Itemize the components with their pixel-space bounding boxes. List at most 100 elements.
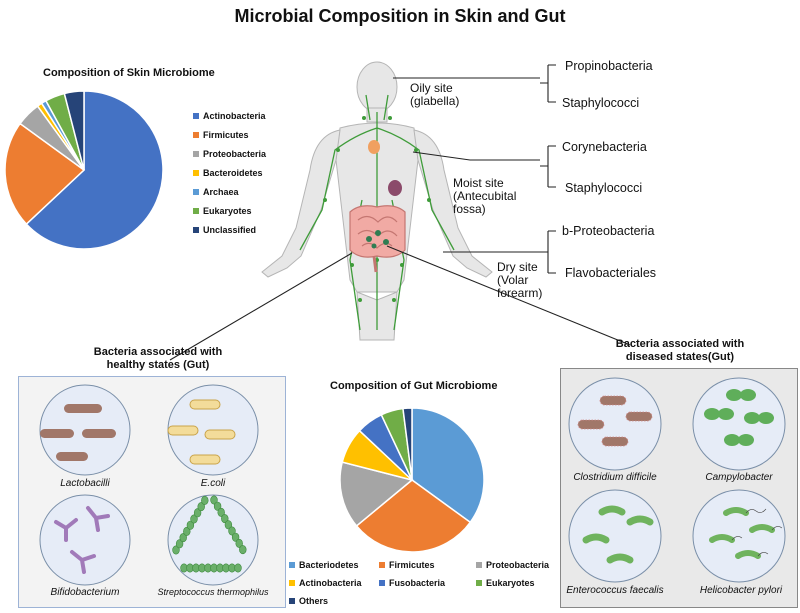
enterococcus-cells bbox=[582, 505, 654, 564]
legend-swatch bbox=[289, 580, 295, 586]
helicobacter-cells bbox=[709, 507, 775, 559]
legend-swatch bbox=[476, 562, 482, 568]
pie-slice-proteobacteria bbox=[339, 461, 414, 527]
spleen bbox=[388, 180, 402, 196]
legend-label: Firmicutes bbox=[389, 560, 435, 570]
heading-line: Bacteria associated with bbox=[615, 338, 745, 350]
legend-item: Eukaryotes bbox=[193, 201, 266, 220]
organism-label: Streptococcus thermophilus bbox=[157, 587, 269, 597]
legend-swatch bbox=[476, 580, 482, 586]
legend-item: Proteobacteria bbox=[476, 560, 549, 570]
thymus bbox=[368, 140, 380, 154]
right-arm bbox=[413, 129, 493, 278]
site-location: (Volar bbox=[497, 273, 529, 287]
legend-swatch bbox=[379, 580, 385, 586]
moist-site-label: Moist site (Antecubital fossa) bbox=[453, 177, 516, 216]
legend-swatch bbox=[379, 562, 385, 568]
figure-title: Microbial Composition in Skin and Gut bbox=[234, 6, 566, 26]
legend-label: Eukaryotes bbox=[203, 205, 252, 216]
legend-item: Eukaryotes bbox=[476, 578, 535, 588]
bacteria-label: Staphylococci bbox=[565, 181, 643, 195]
gut-pie-title: Composition of Gut Microbiome bbox=[330, 380, 498, 392]
campylobacter-cells bbox=[704, 389, 774, 446]
pie-slice-actinobacteria bbox=[25, 90, 164, 250]
legend-label: Actinobacteria bbox=[299, 578, 362, 588]
legend-item: Actinobacteria bbox=[289, 578, 362, 588]
streptococcus-cell bbox=[210, 495, 218, 505]
bacteria-label: Corynebacteria bbox=[562, 140, 647, 154]
legend-swatch bbox=[193, 188, 199, 195]
organism-label: Bifidobacterium bbox=[50, 587, 120, 598]
pie-slice-firmicutes bbox=[4, 122, 86, 226]
skin-pie-legend: Actinobacteria Firmicutes Proteobacteria… bbox=[193, 106, 266, 239]
heading-line: diseased states(Gut) bbox=[625, 351, 735, 363]
bifidobacterium-cells bbox=[54, 506, 110, 574]
streptococcus-cell bbox=[235, 538, 243, 548]
site-location: (glabella) bbox=[410, 94, 460, 108]
bacteria-label: Staphylococci bbox=[562, 96, 640, 110]
intestines bbox=[349, 205, 406, 273]
legend-label: Archaea bbox=[203, 186, 239, 197]
streptococcus-cell bbox=[213, 501, 222, 511]
legend-label: Unclassified bbox=[203, 224, 257, 235]
legend-label: Others bbox=[299, 596, 329, 606]
legend-label: Firmicutes bbox=[203, 129, 249, 140]
lactobacilli-cells bbox=[40, 404, 116, 461]
streptococcus-cell bbox=[183, 526, 191, 536]
streptococcus-cell bbox=[217, 507, 225, 517]
heading-line: Bacteria associated with bbox=[93, 346, 223, 358]
legend-swatch bbox=[193, 207, 199, 214]
skin-pie-title: Composition of Skin Microbiome bbox=[43, 67, 215, 79]
diseased-heading: Bacteria associated with diseased states… bbox=[580, 338, 780, 364]
legend-item: Proteobacteria bbox=[193, 144, 266, 163]
bacteria-label: b-Proteobacteria bbox=[562, 224, 655, 238]
legend-label: Bacteroidetes bbox=[203, 167, 263, 178]
site-location: fossa) bbox=[453, 202, 486, 216]
organism-label: Lactobacilli bbox=[60, 478, 110, 489]
legend-swatch bbox=[193, 112, 199, 119]
left-arm bbox=[261, 129, 341, 278]
legend-label: Proteobacteria bbox=[486, 560, 550, 570]
streptococcus-cell bbox=[228, 526, 236, 536]
streptococcus-cell bbox=[197, 502, 205, 512]
organism-label: Clostridium difficile bbox=[573, 472, 657, 483]
site-name: Moist site bbox=[453, 176, 504, 190]
streptococcus-cell bbox=[175, 539, 184, 549]
bacteria-label: Flavobacteriales bbox=[565, 266, 657, 280]
pie-slice-bacteriodetes bbox=[411, 407, 485, 524]
dry-site-label: Dry site (Volar forearm) bbox=[497, 261, 542, 300]
site-location: (Antecubital bbox=[453, 189, 517, 203]
legend-item: Unclassified bbox=[193, 220, 266, 239]
legend-label: Proteobacteria bbox=[203, 148, 267, 159]
streptococcus-cell bbox=[201, 495, 209, 505]
legend-item: Archaea bbox=[193, 182, 266, 201]
pie-slice-unclassified bbox=[63, 90, 85, 171]
bacteria-label: Propinobacteria bbox=[565, 59, 653, 73]
streptococcus-cell bbox=[221, 514, 229, 524]
streptococcus-cell bbox=[234, 563, 242, 573]
streptococcus-cell bbox=[193, 508, 202, 518]
organism-label: Enterococcus faecalis bbox=[566, 585, 664, 596]
pie-slice-others bbox=[402, 407, 413, 481]
legend-label: Eukaryotes bbox=[486, 578, 535, 588]
streptococcus-cell bbox=[172, 545, 180, 555]
organism-label: Campylobacter bbox=[705, 472, 773, 483]
pie-slice-firmicutes bbox=[355, 479, 472, 553]
legend-label: Bacteriodetes bbox=[299, 560, 359, 570]
streptococcus-chains bbox=[172, 495, 247, 573]
legend-label: Fusobacteria bbox=[389, 578, 446, 588]
legend-item: Others bbox=[289, 596, 328, 606]
streptococcus-cell bbox=[239, 545, 247, 555]
connector-lines bbox=[169, 64, 631, 361]
legend-item: Bacteroidetes bbox=[193, 163, 266, 182]
streptococcus-cell bbox=[179, 533, 187, 543]
site-location: forearm) bbox=[497, 286, 543, 300]
oily-site-label: Oily site (glabella) bbox=[410, 82, 459, 108]
streptococcus-cell bbox=[186, 520, 195, 530]
legend-label: Actinobacteria bbox=[203, 110, 266, 121]
